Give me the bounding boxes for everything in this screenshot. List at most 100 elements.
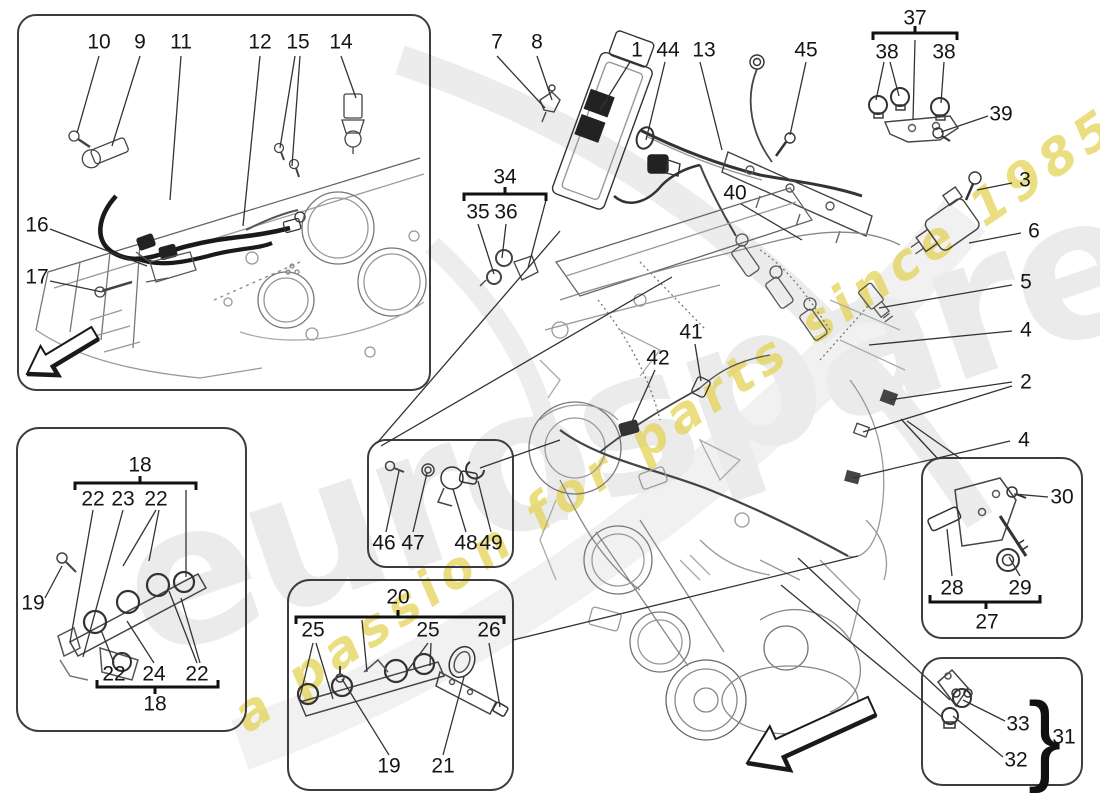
callout-label-37: 37 bbox=[903, 7, 926, 30]
callout-label-30: 30 bbox=[1050, 486, 1073, 509]
leader-line bbox=[699, 61, 723, 151]
leader-line bbox=[501, 223, 507, 259]
callout-label-29: 29 bbox=[1008, 577, 1031, 600]
leader-line bbox=[536, 55, 553, 101]
leader-line bbox=[49, 228, 148, 267]
leader-line bbox=[1008, 556, 1021, 577]
leader-line bbox=[488, 642, 501, 708]
callout-label-21: 21 bbox=[431, 755, 454, 778]
callout-label-38: 38 bbox=[875, 41, 898, 64]
callout-label-8: 8 bbox=[531, 31, 543, 54]
leader-line bbox=[69, 509, 94, 643]
ecu-harness-art bbox=[539, 30, 982, 255]
callout-label-32: 32 bbox=[1004, 749, 1027, 772]
leader-line bbox=[512, 555, 859, 641]
leader-line bbox=[180, 597, 201, 664]
leader-line bbox=[878, 284, 1013, 309]
leader-line bbox=[242, 55, 261, 227]
leader-line bbox=[797, 557, 951, 701]
leader-line bbox=[875, 61, 885, 101]
leader-line bbox=[906, 420, 962, 460]
callout-label-17: 17 bbox=[25, 266, 48, 289]
leader-line bbox=[111, 55, 141, 147]
leader-line bbox=[694, 343, 702, 382]
callout-label-22: 22 bbox=[144, 488, 167, 511]
leader-line bbox=[952, 715, 1004, 758]
leader-line bbox=[862, 385, 1013, 433]
leader-line bbox=[340, 55, 357, 99]
leader-line bbox=[148, 509, 160, 562]
watermark-swoosh bbox=[231, 45, 993, 770]
callout-label-48: 48 bbox=[454, 532, 477, 555]
leader-line bbox=[126, 620, 155, 664]
leader-line bbox=[361, 619, 368, 673]
callout-label-25: 25 bbox=[301, 619, 324, 642]
group-bracket bbox=[871, 26, 959, 40]
callout-label-31: 31 bbox=[1052, 726, 1075, 749]
leader-line bbox=[789, 61, 807, 136]
leader-line bbox=[380, 276, 673, 447]
callout-label-14: 14 bbox=[329, 31, 353, 54]
direction-arrow bbox=[745, 695, 878, 772]
callout-label-18: 18 bbox=[128, 454, 151, 477]
callout-label-13: 13 bbox=[692, 39, 715, 62]
callout-label-3: 3 bbox=[1019, 169, 1031, 192]
detail-box bbox=[921, 457, 1083, 639]
leader-line bbox=[900, 418, 939, 460]
brace-31: } bbox=[1028, 682, 1061, 794]
direction-arrow bbox=[25, 325, 100, 377]
direction-arrow-shadow bbox=[746, 713, 878, 773]
callout-label-34: 34 bbox=[493, 166, 517, 189]
group-bracket bbox=[462, 187, 548, 201]
detail-box bbox=[921, 657, 1083, 786]
callout-label-16: 16 bbox=[25, 214, 48, 237]
callout-label-2: 2 bbox=[1020, 371, 1032, 394]
callout-label-47: 47 bbox=[401, 532, 424, 555]
leader-line bbox=[315, 642, 334, 700]
callout-label-6: 6 bbox=[1028, 220, 1040, 243]
leader-line bbox=[376, 230, 561, 444]
detail-box bbox=[367, 439, 514, 568]
leader-line bbox=[962, 699, 1006, 722]
group-bracket bbox=[928, 595, 1042, 609]
callout-label-5: 5 bbox=[1020, 271, 1032, 294]
leader-line bbox=[496, 55, 546, 109]
callout-label-15: 15 bbox=[286, 31, 309, 54]
leader-line bbox=[889, 61, 900, 97]
callout-label-42: 42 bbox=[646, 347, 669, 370]
callout-label-46: 46 bbox=[372, 532, 395, 555]
callout-label-4: 4 bbox=[1020, 319, 1032, 342]
callout-label-27: 27 bbox=[975, 611, 998, 634]
callout-label-25: 25 bbox=[416, 619, 439, 642]
callout-label-19: 19 bbox=[21, 592, 44, 615]
leader-line bbox=[968, 232, 1022, 244]
leader-line bbox=[946, 528, 953, 577]
leader-line bbox=[940, 61, 945, 104]
leader-line bbox=[169, 55, 182, 201]
callout-label-39: 39 bbox=[989, 103, 1012, 126]
callout-label-45: 45 bbox=[794, 39, 817, 62]
callout-label-7: 7 bbox=[491, 31, 503, 54]
callout-label-22: 22 bbox=[81, 488, 104, 511]
leader-line bbox=[279, 55, 296, 149]
engine-center-art bbox=[479, 187, 906, 741]
group-bracket bbox=[95, 680, 220, 694]
leader-line bbox=[599, 61, 631, 111]
leader-line bbox=[740, 203, 803, 241]
leader-line bbox=[168, 590, 198, 664]
callout-label-33: 33 bbox=[1006, 713, 1029, 736]
callout-label-28: 28 bbox=[940, 577, 963, 600]
callout-label-35: 35 bbox=[466, 201, 489, 224]
leader-line bbox=[291, 55, 301, 167]
leader-line bbox=[868, 330, 1013, 346]
leader-line bbox=[452, 488, 467, 533]
leader-line bbox=[479, 439, 561, 469]
callout-label-9: 9 bbox=[134, 31, 146, 54]
callout-label-4: 4 bbox=[1018, 429, 1030, 452]
leader-line bbox=[298, 642, 314, 702]
callout-label-40: 40 bbox=[723, 182, 746, 205]
leader-line bbox=[76, 55, 100, 134]
leader-line bbox=[122, 509, 157, 567]
leader-line bbox=[44, 565, 63, 599]
